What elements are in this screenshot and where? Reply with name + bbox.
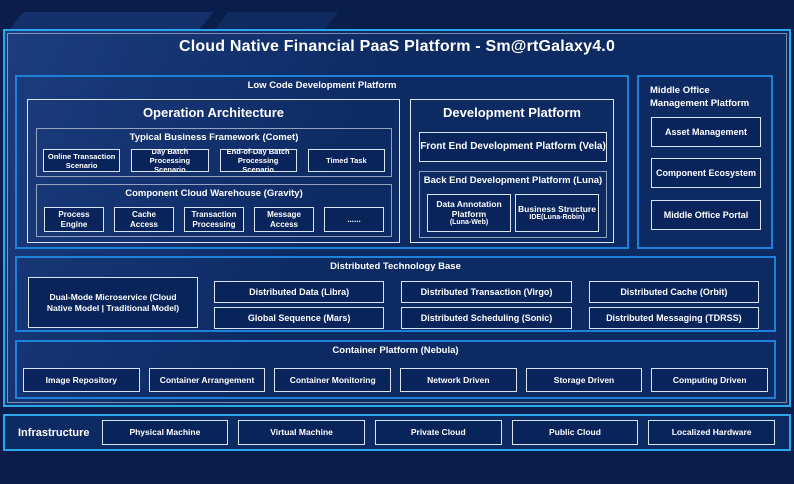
component-cloud-warehouse-box: Component Cloud Warehouse (Gravity) Proc… (36, 184, 392, 237)
comet-item: Online Transaction Scenario (43, 149, 121, 172)
distributed-technology-base-label: Distributed Technology Base (330, 261, 461, 272)
storage-driven-box: Storage Driven (525, 368, 643, 392)
container-platform-panel: Container Platform (Nebula) Image Reposi… (15, 340, 776, 399)
decorative-stripe (10, 12, 214, 29)
component-cloud-warehouse-title: Component Cloud Warehouse (Gravity) (125, 188, 303, 199)
decorative-stripe (215, 12, 339, 29)
asset-management-box: Asset Management (651, 117, 761, 147)
network-driven-box: Network Driven (400, 368, 517, 392)
data-annotation-platform-sub: (Luna-Web) (449, 218, 489, 226)
comet-item: Day Batch Processing Scenario (131, 147, 209, 174)
gravity-item: Cache Access (114, 207, 174, 232)
dual-mode-microservice-box: Dual-Mode Microservice (Cloud Native Mod… (28, 277, 198, 328)
component-ecosystem-box: Component Ecosystem (651, 158, 761, 188)
public-cloud-box: Public Cloud (511, 420, 639, 445)
computing-driven-box: Computing Driven (651, 368, 769, 392)
distributed-transaction-box: Distributed Transaction (Virgo) (401, 281, 572, 303)
operation-architecture-title: Operation Architecture (142, 105, 285, 120)
gravity-item: Message Access (254, 207, 314, 232)
middle-office-platform-label: Middle Office Management Platform (650, 85, 750, 110)
typical-business-framework-title: Typical Business Framework (Comet) (129, 132, 299, 143)
operation-architecture-box: Operation Architecture Typical Business … (27, 99, 400, 243)
platform-diagram: Cloud Native Financial PaaS Platform - S… (3, 29, 791, 407)
back-end-platform-items: Data Annotation Platform (Luna-Web) Busi… (427, 194, 599, 232)
distributed-cache-box: Distributed Cache (Orbit) (588, 281, 759, 303)
global-sequence-box: Global Sequence (Mars) (214, 307, 385, 329)
development-platform-box: Development Platform Front End Developme… (410, 99, 614, 243)
localized-hardware-box: Localized Hardware (648, 420, 775, 445)
gravity-item: ...... (324, 207, 384, 232)
development-platform-title: Development Platform (443, 105, 581, 120)
comet-item: Timed Task (307, 149, 385, 172)
data-annotation-platform-box: Data Annotation Platform (Luna-Web) (427, 194, 511, 232)
middle-office-portal-box: Middle Office Portal (651, 200, 761, 230)
typical-business-framework-items: Online Transaction Scenario Day Batch Pr… (43, 147, 385, 174)
infrastructure-panel: Infrastructure Physical Machine Virtual … (3, 414, 791, 451)
low-code-platform-label: Low Code Development Platform (247, 80, 397, 91)
comet-item: End-of-Day Batch Processing Scenario (219, 147, 297, 174)
container-monitoring-box: Container Monitoring (274, 368, 392, 392)
low-code-development-platform-panel: Low Code Development Platform Operation … (15, 75, 629, 249)
page-title: Cloud Native Financial PaaS Platform - S… (178, 38, 616, 55)
gravity-item: Process Engine (44, 207, 104, 232)
container-platform-label: Container Platform (Nebula) (332, 345, 459, 356)
back-end-platform-title: Back End Development Platform (Luna) (423, 175, 603, 186)
image-repository-box: Image Repository (23, 368, 140, 392)
typical-business-framework-box: Typical Business Framework (Comet) Onlin… (36, 128, 392, 177)
distributed-scheduling-box: Distributed Scheduling (Sonic) (401, 307, 572, 329)
container-arrangement-box: Container Arrangement (148, 368, 266, 392)
container-platform-items: Image Repository Container Arrangement C… (23, 368, 769, 392)
back-end-development-platform-box: Back End Development Platform (Luna) Dat… (419, 171, 607, 238)
infrastructure-label: Infrastructure (18, 426, 90, 439)
distributed-items-grid: Distributed Data (Libra) Distributed Tra… (214, 281, 759, 329)
front-end-development-platform-box: Front End Development Platform (Vela) (419, 132, 607, 162)
virtual-machine-box: Virtual Machine (238, 420, 365, 445)
physical-machine-box: Physical Machine (101, 420, 229, 445)
gravity-item: Transaction Processing (184, 207, 244, 232)
distributed-data-box: Distributed Data (Libra) (214, 281, 385, 303)
business-structure-ide-box: Business Structure IDE(Luna-Robin) (515, 194, 599, 232)
distributed-technology-base-panel: Distributed Technology Base Dual-Mode Mi… (15, 256, 776, 332)
business-structure-ide-sub: IDE(Luna-Robin) (529, 213, 585, 221)
middle-office-management-platform-panel: Middle Office Management Platform Asset … (637, 75, 773, 249)
business-structure-ide-name: Business Structure (518, 203, 596, 214)
infrastructure-items: Physical Machine Virtual Machine Private… (101, 420, 775, 445)
data-annotation-platform-name: Data Annotation Platform (436, 198, 502, 219)
distributed-messaging-box: Distributed Messaging (TDRSS) (588, 307, 759, 329)
component-cloud-warehouse-items: Process Engine Cache Access Transaction … (44, 207, 384, 232)
private-cloud-box: Private Cloud (374, 420, 502, 445)
